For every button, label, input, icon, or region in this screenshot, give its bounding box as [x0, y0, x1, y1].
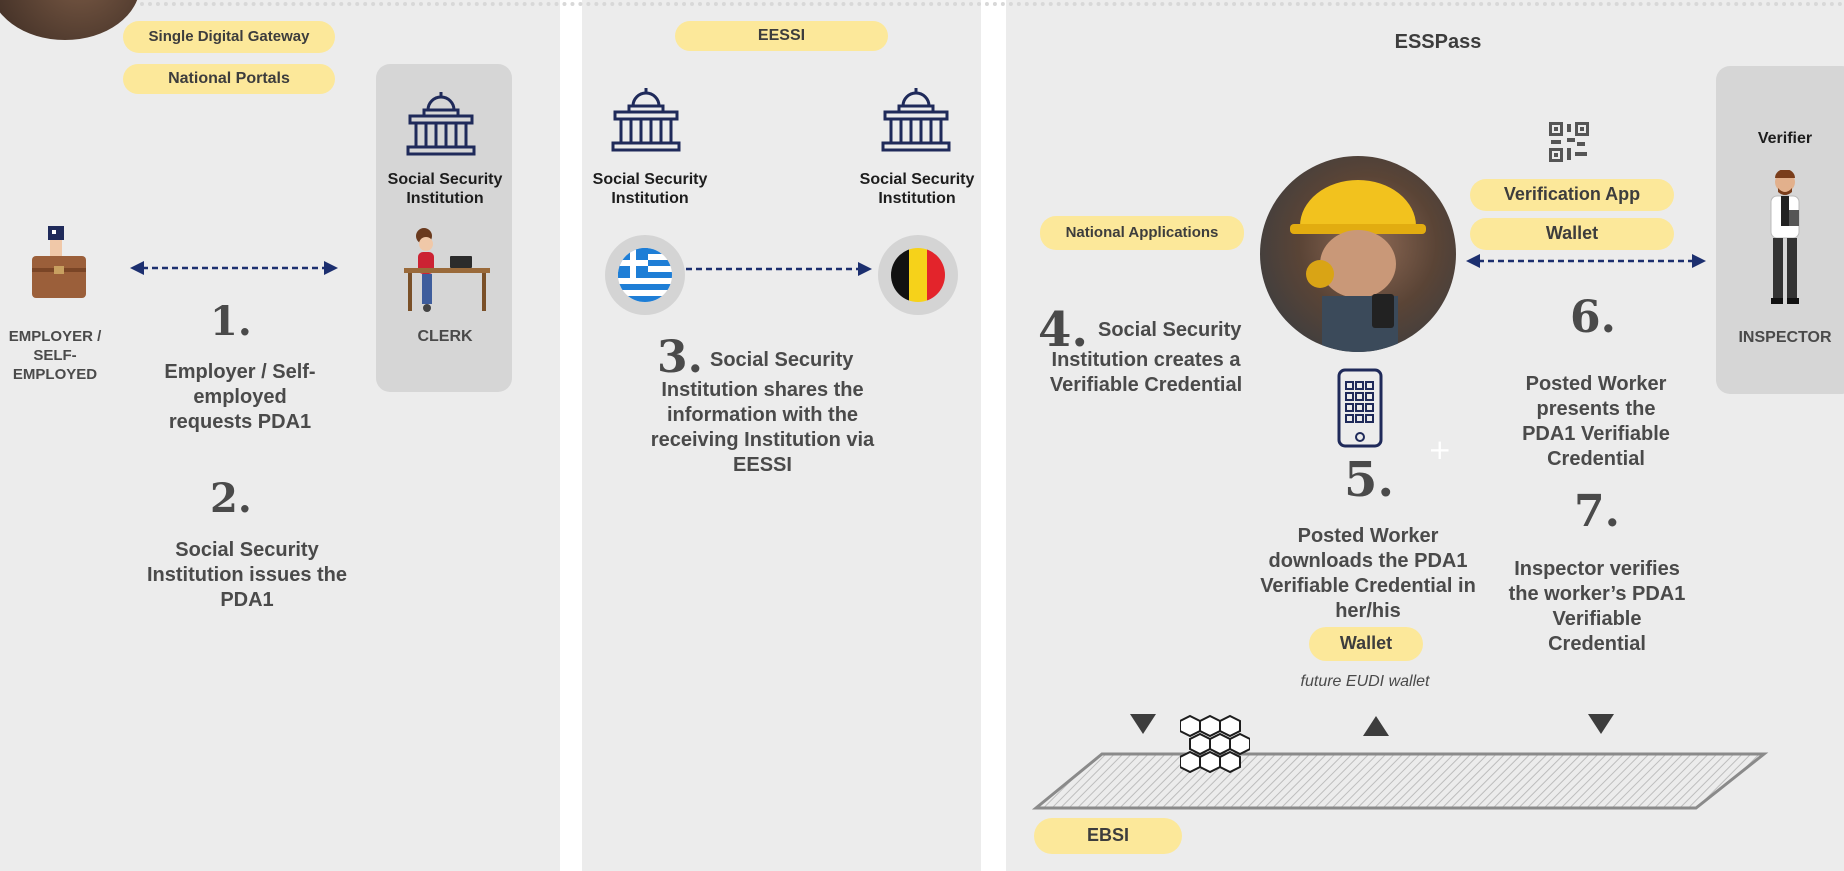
- step-3-text-a: Social Security: [710, 349, 854, 371]
- step-2-number: 2.: [210, 475, 252, 522]
- pill-single-digital-gateway: Single Digital Gateway: [123, 21, 335, 53]
- inspector-label: INSPECTOR: [1738, 329, 1832, 346]
- future-eudi-note: future EUDI wallet: [1300, 673, 1430, 690]
- institution-label: Social Security Institution: [387, 171, 503, 207]
- belgium-flag-icon: [878, 235, 958, 315]
- employer-label: EMPLOYER / SELF-EMPLOYED: [8, 328, 102, 383]
- blockchain-cubes-icon: [1180, 712, 1250, 782]
- eessi-arrow: [686, 261, 874, 277]
- step-4-text-b: Institution creates a Verifiable Credent…: [1049, 349, 1243, 396]
- pill-wallet-bottom: Wallet: [1309, 627, 1423, 661]
- pill-wallet-top: Wallet: [1470, 218, 1674, 250]
- pill-ebsi: EBSI: [1034, 818, 1182, 854]
- step-3-text-b: Institution shares the information with …: [650, 379, 875, 476]
- step-4-text-a: Social Security: [1098, 319, 1242, 341]
- step-7-text: Inspector verifies the worker’s PDA1 Ver…: [1508, 558, 1686, 655]
- present-arrow: [1464, 253, 1708, 269]
- pill-verification-app: Verification App: [1470, 179, 1674, 211]
- worker-photo: [1260, 156, 1456, 352]
- verifier-label: Verifier: [1757, 130, 1813, 147]
- step-5-number: 5.: [1344, 452, 1395, 508]
- clerk-icon: [394, 222, 496, 314]
- pill-national-portals: National Portals: [123, 64, 335, 94]
- institution-receiver-label: Social Security Institution: [859, 171, 975, 207]
- step-6-text: Posted Worker presents the PDA1 Verifiab…: [1522, 373, 1670, 470]
- institution-icon-sender: [611, 84, 681, 154]
- step-1-number: 1.: [210, 298, 252, 345]
- institution-icon: [406, 88, 476, 158]
- esspass-title: ESSPass: [1394, 31, 1482, 53]
- step-5-text: Posted Worker downloads the PDA1 Verifia…: [1260, 525, 1476, 622]
- smartphone-icon: [1337, 368, 1383, 448]
- step-4-number: 4.: [1038, 302, 1089, 358]
- panel-eessi: [582, 0, 981, 871]
- pill-national-applications: National Applications: [1040, 216, 1244, 250]
- step-7-number: 7.: [1574, 486, 1620, 537]
- briefcase-icon: [26, 222, 90, 308]
- institution-sender-label: Social Security Institution: [592, 171, 708, 207]
- plus-icon: +: [1428, 433, 1452, 466]
- inspector-icon: [1762, 170, 1808, 306]
- step-6-number: 6.: [1570, 292, 1616, 343]
- request-arrow: [128, 260, 340, 276]
- pill-eessi: EESSI: [675, 21, 888, 51]
- step-1-text: Employer / Self-employed requests PDA1: [164, 361, 316, 433]
- top-divider: [140, 2, 1844, 6]
- greece-flag-icon: [605, 235, 685, 315]
- qr-code-icon: [1549, 122, 1589, 162]
- ebsi-ledger-plane: [1032, 700, 1772, 812]
- clerk-label: CLERK: [417, 328, 473, 345]
- step-2-text: Social Security Institution issues the P…: [146, 539, 348, 611]
- institution-icon-receiver: [881, 84, 951, 154]
- clerk-box: [376, 64, 512, 392]
- step-3-number: 3.: [657, 332, 703, 383]
